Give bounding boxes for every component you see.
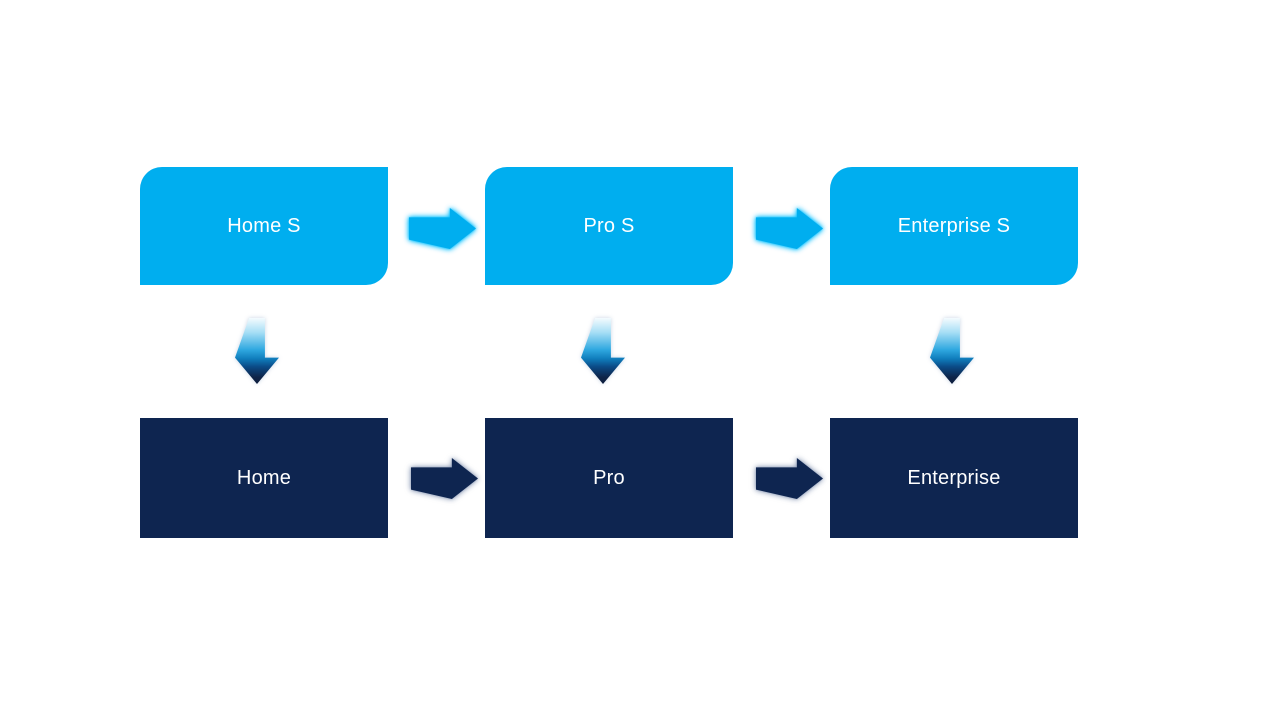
box-enterprise-s: Enterprise S — [830, 167, 1078, 285]
box-enterprise-label: Enterprise — [907, 466, 1001, 489]
right-arrow-shape — [411, 458, 478, 499]
box-home-s-label: Home S — [227, 214, 301, 237]
right-arrow-shape — [756, 208, 823, 249]
right-arrow-shape — [756, 458, 823, 499]
down-arrow-pro-icon — [581, 318, 625, 384]
right-arrow-home-s-to-pro-s-icon — [409, 208, 476, 249]
box-home-label: Home — [236, 466, 292, 489]
box-home-s: Home S — [140, 167, 388, 285]
box-pro-label: Pro — [593, 466, 625, 489]
down-arrow-home-icon — [235, 318, 279, 384]
right-arrow-home-to-pro-icon — [411, 458, 478, 499]
box-enterprise: Enterprise — [830, 418, 1078, 538]
down-arrow-shape — [235, 318, 279, 384]
box-pro: Pro — [485, 418, 733, 538]
box-pro-s: Pro S — [485, 167, 733, 285]
down-arrow-enterprise-icon — [930, 318, 974, 384]
box-enterprise-s-label: Enterprise S — [897, 214, 1011, 237]
right-arrow-shape — [409, 208, 476, 249]
down-arrow-shape — [930, 318, 974, 384]
box-pro-s-label: Pro S — [583, 214, 635, 237]
right-arrow-pro-s-to-enterprise-s-icon — [756, 208, 823, 249]
box-home: Home — [140, 418, 388, 538]
down-arrow-shape — [581, 318, 625, 384]
right-arrow-pro-to-enterprise-icon — [756, 458, 823, 499]
